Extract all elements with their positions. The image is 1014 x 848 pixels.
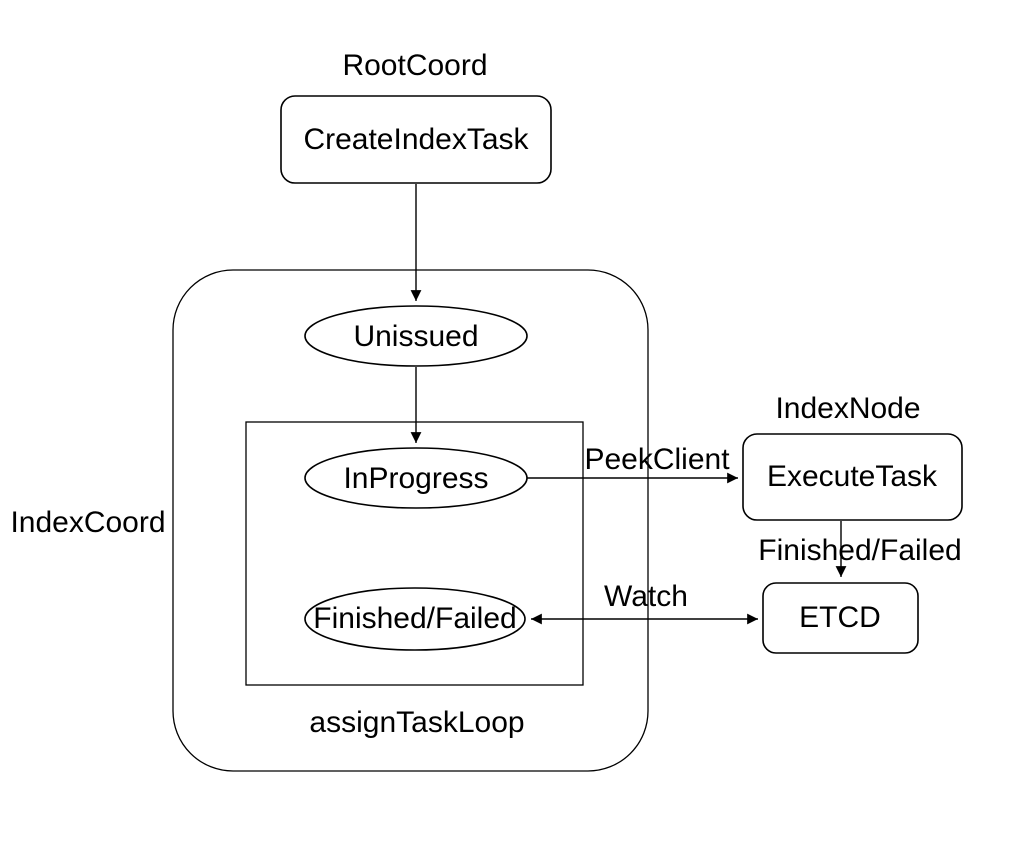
watch-edge-label: Watch bbox=[604, 579, 688, 613]
etcd-label: ETCD bbox=[799, 600, 881, 634]
create-index-task-label: CreateIndexTask bbox=[303, 122, 529, 156]
index-coord-group-label: IndexCoord bbox=[10, 505, 166, 539]
root-coord-group-label: RootCoord bbox=[342, 48, 488, 82]
finished-failed-state-label: Finished/Failed bbox=[313, 601, 517, 635]
index-node-group-label: IndexNode bbox=[775, 391, 921, 425]
finished-failed-edge-label: Finished/Failed bbox=[758, 533, 962, 567]
create-index-task-box bbox=[280, 95, 552, 184]
finished-failed-ellipse bbox=[304, 587, 526, 651]
unissued-ellipse bbox=[304, 305, 528, 367]
unissued-label: Unissued bbox=[353, 319, 479, 353]
assign-task-loop-box bbox=[245, 421, 584, 686]
in-progress-label: InProgress bbox=[343, 461, 489, 495]
peek-client-edge-label: PeekClient bbox=[584, 442, 730, 476]
index-coord-container bbox=[172, 269, 649, 772]
execute-task-box bbox=[742, 433, 963, 521]
execute-task-label: ExecuteTask bbox=[766, 459, 938, 493]
etcd-box bbox=[762, 582, 919, 654]
assign-task-loop-label: assignTaskLoop bbox=[309, 705, 525, 739]
